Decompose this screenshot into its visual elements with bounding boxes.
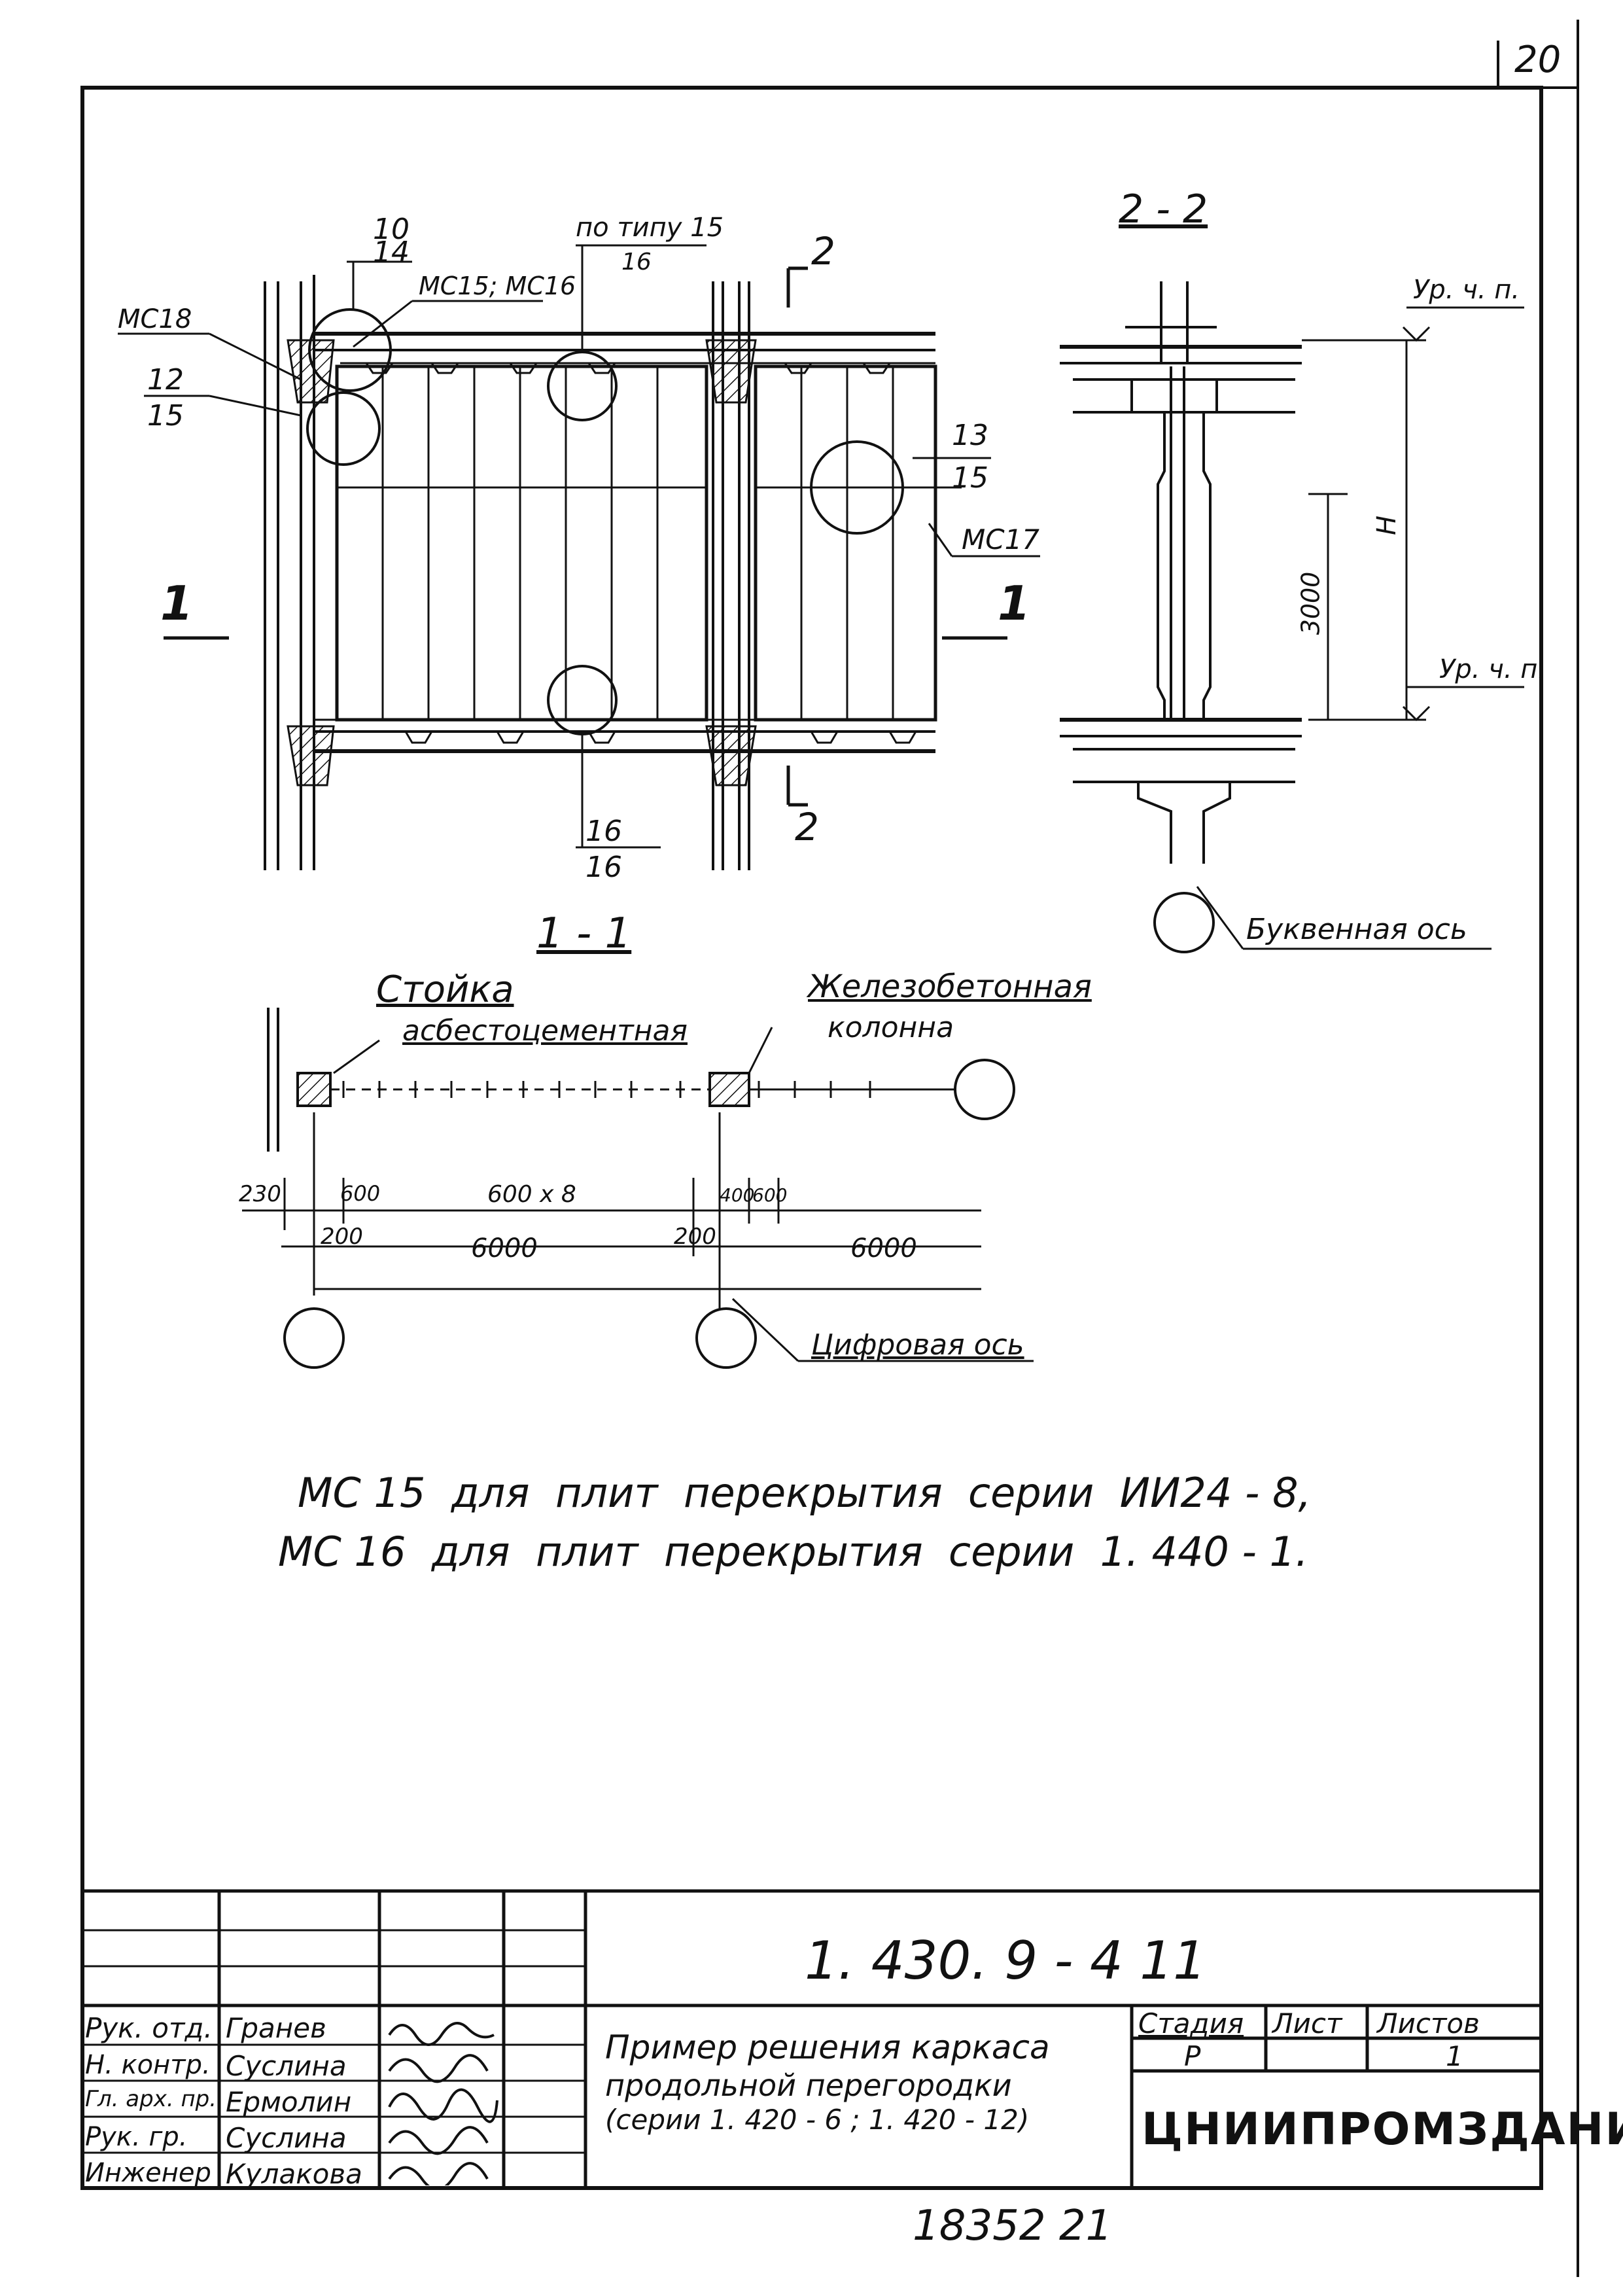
description-line-3: (серии 1. 420 - 6 ; 1. 420 - 12)	[605, 2104, 1030, 2136]
dim-6000-right: 6000	[850, 1233, 917, 1263]
organization-name: ЦНИИПРОМЗДАНИЙ	[1142, 2104, 1623, 2155]
callout-12-top: 12	[147, 363, 184, 397]
callout-15b-bottom: 15	[952, 461, 988, 495]
dim-230: 230	[239, 1181, 281, 1207]
role-1: Н. контр.	[85, 2050, 211, 2080]
role-4: Инженер	[85, 2158, 211, 2188]
section-2-2-title: 2 - 2	[1119, 186, 1208, 232]
name-4: Кулакова	[226, 2158, 362, 2190]
sheet-header: Лист	[1272, 2007, 1342, 2040]
dim-h-label: Н	[1372, 515, 1403, 536]
title-block-grid	[82, 1889, 1541, 2188]
name-2: Ермолин	[226, 2086, 352, 2118]
digit-axis-label: Цифровая ось	[811, 1328, 1024, 1362]
section-mark-2-bottom: 2	[795, 805, 819, 849]
label-column-line1: Железобетонная	[808, 968, 1092, 1005]
dim-600x8: 600 x 8	[487, 1181, 576, 1208]
stage-header: Стадия	[1138, 2007, 1244, 2040]
section-mark-2-top: 2	[811, 229, 835, 274]
role-0: Рук. отд.	[85, 2012, 213, 2044]
callout-type15-top: по типу 15	[576, 213, 724, 243]
section-1-1-drawing	[242, 1008, 1034, 1369]
bottom-number: 18352 21	[913, 2202, 1113, 2250]
name-1: Суслина	[226, 2050, 347, 2082]
leader-lines	[118, 244, 1040, 849]
label-stoika-line1: Стойка	[376, 968, 514, 1011]
dim-6000-left: 6000	[471, 1233, 538, 1263]
dim-400: 400	[720, 1184, 755, 1206]
note-line-2: МС 16 для плит перекрытия серии 1. 440 -…	[278, 1528, 1308, 1576]
signatures	[388, 2022, 498, 2185]
callout-14-bottom: 14	[373, 236, 410, 269]
hatched-nodes	[287, 339, 757, 786]
section-mark-1-right: 1	[998, 576, 1031, 631]
note-line-1: МС 15 для плит перекрытия серии ИИ24 - 8…	[298, 1469, 1312, 1517]
stage-value: Р	[1184, 2040, 1201, 2072]
dim-200-left: 200	[321, 1224, 363, 1250]
callout-16b-bottom: 16	[585, 851, 622, 884]
sheet-frame	[80, 20, 1579, 2277]
role-3: Рук. гр.	[85, 2122, 188, 2152]
sheets-header: Листов	[1377, 2007, 1480, 2040]
dim-3000-label: 3000	[1296, 571, 1325, 635]
callout-16a-top: 16	[585, 815, 622, 848]
description-line-2: продольной перегородки	[605, 2068, 1012, 2103]
document-code: 1. 430. 9 - 4 11	[805, 1930, 1207, 1991]
callout-mc15-mc16: МС15; МС16	[419, 272, 576, 300]
callout-13-top: 13	[952, 419, 988, 452]
label-stoika-line2: асбестоцементная	[402, 1014, 688, 1048]
section-2-2-drawing	[1060, 281, 1524, 953]
callout-mc18: МС18	[118, 304, 192, 334]
description-line-1: Пример решения каркаса	[605, 2028, 1050, 2066]
name-3: Суслина	[226, 2122, 347, 2154]
letter-axis-label: Буквенная ось	[1246, 913, 1467, 946]
name-0: Гранев	[226, 2012, 326, 2044]
label-column-line2: колонна	[828, 1011, 954, 1044]
corner-sheet-number: 20	[1514, 39, 1561, 81]
section-1-1-title: 1 - 1	[536, 910, 632, 958]
dim-600-left: 600	[340, 1181, 381, 1206]
role-2: Гл. арх. пр.	[85, 2086, 217, 2112]
sheets-value: 1	[1446, 2040, 1463, 2072]
callout-10-top: 10	[373, 213, 410, 246]
level-top-label: Ур. ч. п.	[1413, 275, 1520, 305]
callout-15-bottom: 15	[147, 399, 184, 433]
callout-16-bottom: 16	[621, 249, 652, 275]
section-mark-1-left: 1	[160, 576, 194, 631]
dim-200-right: 200	[674, 1224, 716, 1250]
dim-600-right: 600	[752, 1184, 788, 1206]
level-bottom-label: Ур. ч. п.	[1439, 654, 1546, 684]
callout-mc17: МС17	[962, 523, 1040, 556]
